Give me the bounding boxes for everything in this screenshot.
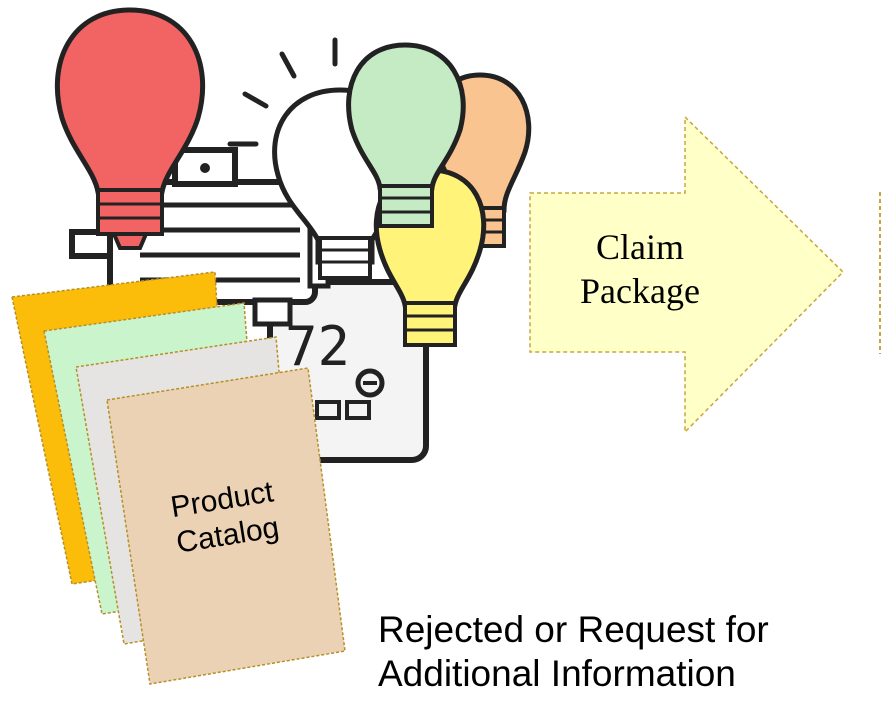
thermostat-icon: 72 bbox=[267, 279, 429, 463]
arrow-label-line2: Package bbox=[580, 270, 700, 311]
lightbulb-icon bbox=[346, 42, 466, 228]
light-rays bbox=[227, 37, 338, 147]
arrow-right-icon bbox=[529, 115, 845, 434]
thermostat-reading: 72 bbox=[285, 315, 350, 378]
lightbulb-icon bbox=[54, 7, 206, 250]
product-catalog-icon bbox=[11, 271, 346, 685]
feedback-label: Rejected or Request for Additional Infor… bbox=[378, 608, 881, 697]
feedback-label-line2: Additional Information bbox=[378, 653, 736, 695]
feedback-label-line1: Rejected or Request for bbox=[378, 609, 769, 650]
arrow-label-line1: Claim bbox=[596, 227, 684, 267]
arrow-label: Claim Package bbox=[540, 226, 740, 314]
catalog-sheet bbox=[106, 367, 346, 685]
